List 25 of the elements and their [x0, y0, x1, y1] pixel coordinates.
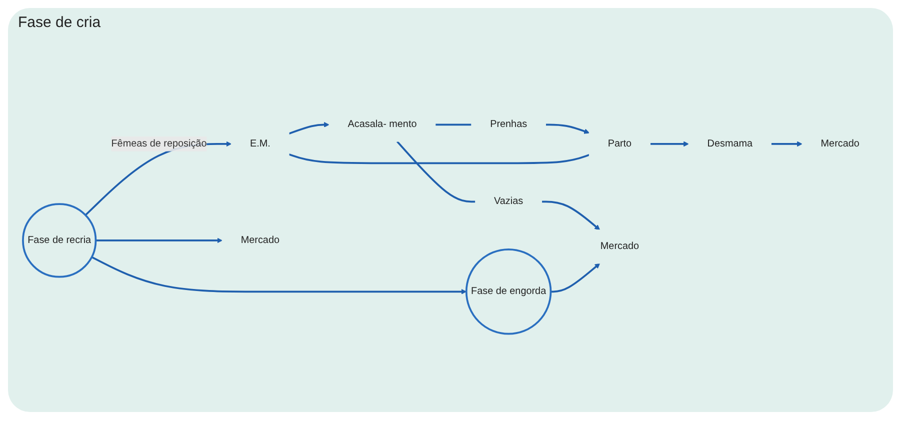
- edge-label: Fêmeas de reposição: [111, 138, 207, 150]
- note-text: Fase de cria: [18, 14, 101, 31]
- panel-background: Fase de cria Fêmeas de reposição E.M. Acasala- mento Parto Prenhas Vazias Desmama Fase de recria Fase de engorda Mercado Mercado Mercado: [8, 8, 893, 412]
- arrow: [771, 141, 802, 147]
- node-text: Vazias: [494, 196, 524, 207]
- node-text: Desmama: [707, 138, 753, 150]
- arrow: [91, 256, 467, 294]
- arrow: [650, 141, 689, 147]
- connector: [435, 124, 472, 126]
- node-text: Mercado: [600, 241, 640, 252]
- connector: [288, 154, 590, 164]
- node-circle: [465, 248, 552, 335]
- node-circle: [22, 203, 97, 278]
- node-text: E.M.: [250, 138, 270, 150]
- node-text: Mercado: [820, 138, 860, 150]
- connector: [396, 140, 476, 203]
- arrow: [96, 238, 222, 244]
- node-text: Prenhas: [490, 119, 528, 130]
- arrow: [542, 200, 600, 230]
- node-text: Acasala- mento: [348, 119, 417, 130]
- arrow: [546, 124, 590, 134]
- arrow: [550, 263, 600, 293]
- node-text: Mercado: [240, 234, 280, 246]
- arrow: [288, 122, 330, 135]
- node-text: Parto: [608, 138, 632, 150]
